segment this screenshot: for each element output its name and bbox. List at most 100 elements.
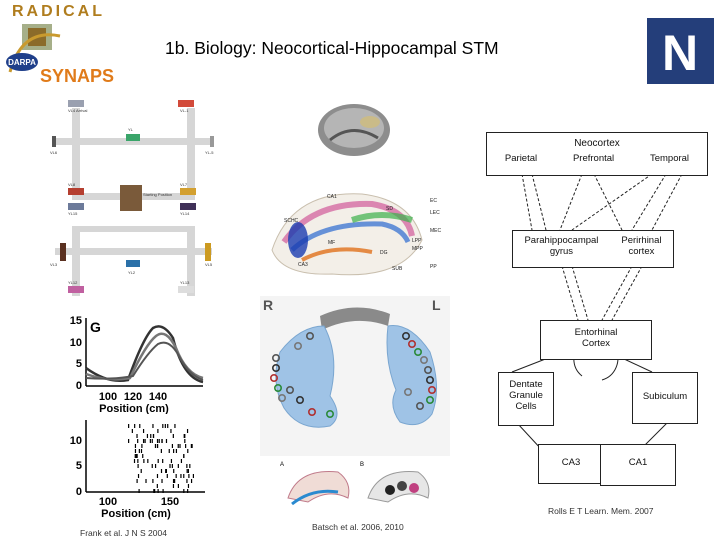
electrode-marker (426, 396, 435, 405)
y-tick: 0 (76, 486, 82, 498)
maze-label: VL7 (180, 182, 188, 187)
electrode-marker (402, 331, 411, 340)
dentate-label: Dentate Granule Cells (509, 379, 543, 412)
maze-label: VL5 (205, 262, 213, 267)
hippocampus-slice-panels: A B (280, 462, 430, 506)
panel-label: R (263, 297, 273, 313)
svg-text:N: N (662, 25, 698, 81)
y-tick: 10 (70, 337, 82, 349)
synapse-logo: DARPA SYNAPSE (6, 24, 114, 86)
maze-figure: VL4 Arrival VL6 YL YL-5 VL-1 VL8 VL7 YL1… (50, 98, 222, 298)
maze-label: VL-1 (180, 108, 189, 113)
x-tick: 150 (161, 496, 179, 508)
dentate-box: Dentate Granule Cells (498, 372, 554, 426)
hippocampus-3d-image: R L (260, 296, 450, 456)
x-tick: 100 (99, 391, 117, 403)
electrode-marker (305, 331, 314, 340)
electrode-marker (295, 396, 304, 405)
electrode-marker (428, 386, 437, 395)
maze-label: YL13 (180, 280, 190, 285)
nevada-n-icon: N (662, 25, 698, 81)
panel-label: A (280, 462, 284, 468)
x-tick: 100 (99, 496, 117, 508)
electrode-marker (277, 394, 286, 403)
x-axis-label: Position (cm) (101, 508, 171, 520)
citation-rolls: Rolls E T Learn. Mem. 2007 (548, 506, 654, 516)
nevada-logo: N (647, 18, 714, 84)
electrode-marker (416, 402, 425, 411)
subiculum-label: Subiculum (642, 391, 688, 402)
electrode-marker (426, 376, 435, 385)
raster-plot: 10 5 0 100 150 Position (cm) (70, 420, 205, 520)
ca1-box: CA1 (600, 444, 676, 486)
circuit-label: DG (380, 250, 388, 256)
ca3-label: CA3 (561, 457, 581, 468)
electrode-marker (274, 384, 283, 393)
circuit-label: LEC (430, 210, 440, 216)
x-tick: 120 (124, 391, 142, 403)
spike-raster (128, 424, 194, 493)
maze-label: YL15 (68, 211, 78, 216)
x-axis-label: Position (cm) (99, 403, 169, 414)
neocortex-box: Neocortex Parietal Prefrontal Temporal (486, 132, 708, 176)
maze-label: VL4 Arrival (68, 108, 87, 113)
electrode-marker (270, 374, 279, 383)
circuit-label: CA3 (298, 262, 308, 268)
electrode-marker (420, 355, 429, 364)
electrode-marker (408, 339, 417, 348)
brain-section-image (318, 104, 390, 156)
panel-label: B (360, 462, 364, 468)
electrode-marker (285, 386, 294, 395)
entorhinal-box: Entorhinal Cortex (540, 320, 652, 360)
maze-label: YL12 (68, 280, 78, 285)
circuit-label: MF (328, 240, 335, 246)
electrode-marker (404, 388, 413, 397)
parahippocampal-label: Parahippocampal gyrus (524, 235, 599, 257)
y-tick: 5 (76, 460, 82, 472)
circuit-label: PP (430, 264, 437, 270)
neocortex-label: Neocortex (574, 138, 620, 149)
darpa-text: DARPA (8, 58, 36, 67)
title-prefix: 1b. Biology: (165, 38, 257, 58)
firing-curve (85, 341, 204, 381)
electrode-marker (307, 408, 316, 417)
synapse-text: SYNAPSE (40, 66, 114, 86)
y-tick: 5 (76, 358, 82, 370)
electrode-marker (293, 341, 302, 350)
circuit-label: MEC (430, 228, 442, 234)
memory-system-diagram: Neocortex Parietal Prefrontal Temporal P… (482, 132, 710, 486)
maze-label: YL-5 (205, 150, 214, 155)
maze-label: YL (128, 127, 134, 132)
electrode-marker (414, 347, 423, 356)
maze-label: VL3 (50, 262, 58, 267)
circuit-label: LPP (412, 238, 422, 244)
electrode-marker (272, 364, 281, 373)
prefrontal-label: Prefrontal (572, 153, 615, 164)
ca3-box: CA3 (538, 444, 604, 484)
title-rest: Neocortical-Hippocampal STM (256, 38, 499, 58)
citation-batsch: Batsch et al. 2006, 2010 (312, 522, 404, 532)
electrode-marker (424, 366, 433, 375)
ca1-label: CA1 (628, 457, 648, 468)
entorhinal-label: Entorhinal Cortex (574, 327, 618, 349)
firing-rate-plot: G 15 10 5 0 100 120 140 Position (cm) (70, 315, 204, 414)
y-tick: 0 (76, 380, 82, 392)
electrode-marker (272, 353, 281, 362)
maze-label: Starting Position (143, 192, 172, 197)
y-tick: 15 (70, 315, 82, 327)
temporal-label: Temporal (649, 153, 690, 164)
panel-label: G (90, 319, 101, 335)
maze-label: VL8 (68, 182, 76, 187)
electrode-markers (270, 331, 437, 419)
darpa-emblem (6, 53, 38, 71)
circuit-label: SD (386, 206, 393, 212)
circuit-label: SCHC (284, 218, 299, 224)
maze-label: YL2 (128, 270, 136, 275)
x-tick: 140 (149, 391, 167, 403)
circuit-label: MPP (412, 246, 424, 252)
firing-curve (85, 325, 204, 384)
perirhinal-label: Perirhinal cortex (621, 235, 662, 257)
circuit-label: EC (430, 198, 437, 204)
circuit-label: CA1 (327, 194, 337, 200)
electrode-marker (326, 410, 335, 419)
